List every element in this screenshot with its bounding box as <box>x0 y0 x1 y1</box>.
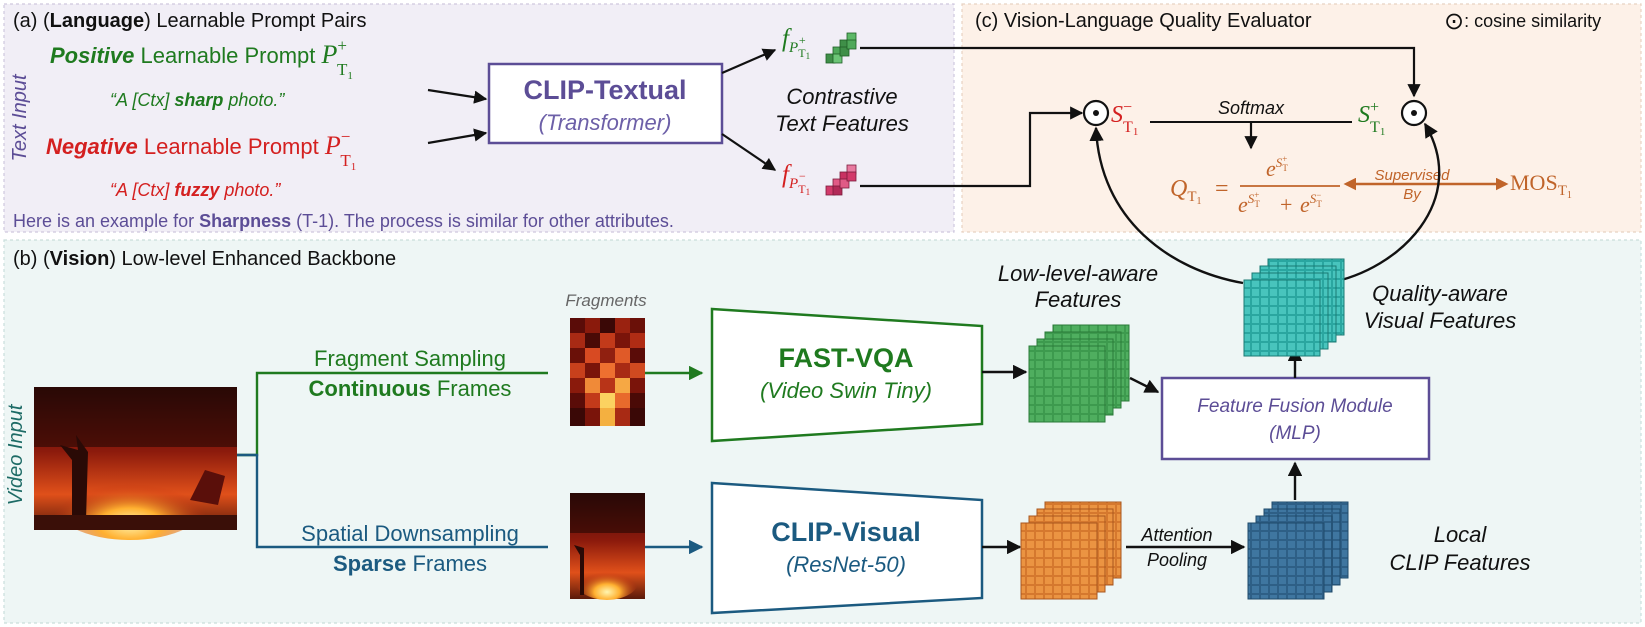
quality-aware-feature-cube <box>1243 258 1345 357</box>
clip-raw-feature-cube <box>1020 501 1122 600</box>
svg-text:=: = <box>1215 176 1229 202</box>
feature-fusion-title: Feature Fusion Module <box>1197 396 1392 417</box>
feature-fusion-box <box>1160 376 1431 461</box>
fastvqa-subtitle: (Video Swin Tiny) <box>760 378 932 403</box>
textual-to-fpos-arrow <box>721 48 777 75</box>
quality-equation: QT1 = eS+T eS+T + eS−T <box>1170 154 1340 217</box>
cosine-left-icon <box>1082 99 1110 127</box>
mos-label: MOST1 <box>1510 170 1572 201</box>
svg-text:QT1: QT1 <box>1170 176 1202 207</box>
clipvisual-subtitle: (ResNet-50) <box>786 552 906 577</box>
negative-prompt-label: Negative Learnable Prompt P−T1 <box>46 127 356 173</box>
spatial-branch-path <box>237 453 548 549</box>
lowlevel-to-fusion-arrow <box>1129 376 1160 394</box>
negative-prompt-text: “A [Ctx] fuzzy photo.” <box>110 180 281 200</box>
clip-textual-title: CLIP-Textual <box>523 75 686 105</box>
textual-to-fneg-arrow <box>721 133 777 171</box>
clip-textual-subtitle: (Transformer) <box>539 110 672 135</box>
local-clip-feature-cube <box>1247 501 1349 600</box>
clip-textual-box <box>487 62 724 145</box>
panel-a-label: (a) (Language) Learnable Prompt Pairs <box>13 10 366 32</box>
clipvisual-block <box>710 481 984 615</box>
f-positive-symbol: fP+T1 <box>782 25 810 61</box>
feature-fusion-subtitle: (MLP) <box>1269 423 1321 444</box>
cosine-legend: ⊙: cosine similarity <box>1444 8 1601 35</box>
softmax-label: Softmax <box>1218 98 1285 118</box>
low-level-feature-cube <box>1028 324 1130 423</box>
quality-to-cos-right-curve <box>1327 122 1441 285</box>
positive-prompt-label: Positive Learnable Prompt P+T1 <box>50 36 353 82</box>
fastvqa-title: FAST-VQA <box>778 343 913 373</box>
fneg-to-cos-left-path <box>860 106 1084 188</box>
panel-b-label: (b) (Vision) Low-level Enhanced Backbone <box>13 248 396 270</box>
positive-text-feature-icon <box>825 32 857 64</box>
svg-text:eS+T: eS+T <box>1266 154 1288 181</box>
fastvqa-block <box>710 307 984 443</box>
clipvisual-title: CLIP-Visual <box>771 517 921 547</box>
positive-to-textual-arrow <box>427 88 488 104</box>
text-input-side-label: Text Input <box>9 73 31 162</box>
video-input-thumbnail <box>34 387 237 540</box>
svg-text:eS+T: eS+T <box>1238 190 1260 217</box>
negative-text-feature-icon <box>825 164 857 196</box>
f-negative-symbol: fP−T1 <box>782 161 810 197</box>
panel-c-label: (c) Vision-Language Quality Evaluator <box>975 10 1312 32</box>
fragments-label: Fragments <box>565 291 647 310</box>
cosine-right-icon <box>1400 99 1428 127</box>
positive-prompt-text: “A [Ctx] sharp photo.” <box>110 90 285 110</box>
quality-to-cos-left-curve <box>1089 126 1244 285</box>
s-negative-symbol: S−T1 <box>1111 99 1138 138</box>
fragments-mosaic <box>570 318 645 426</box>
panel-a-note: Here is an example for Sharpness (T-1). … <box>13 211 674 231</box>
fpos-to-cos-right-path <box>860 46 1421 98</box>
video-input-side-label: Video Input <box>5 403 27 505</box>
negative-to-textual-arrow <box>427 128 488 145</box>
panel-a-background <box>3 3 955 233</box>
s-positive-symbol: S+T1 <box>1358 99 1385 138</box>
svg-text:+: + <box>1280 192 1292 217</box>
svg-text:eS−T: eS−T <box>1300 190 1322 217</box>
sparse-frame-thumbnail <box>570 493 645 600</box>
